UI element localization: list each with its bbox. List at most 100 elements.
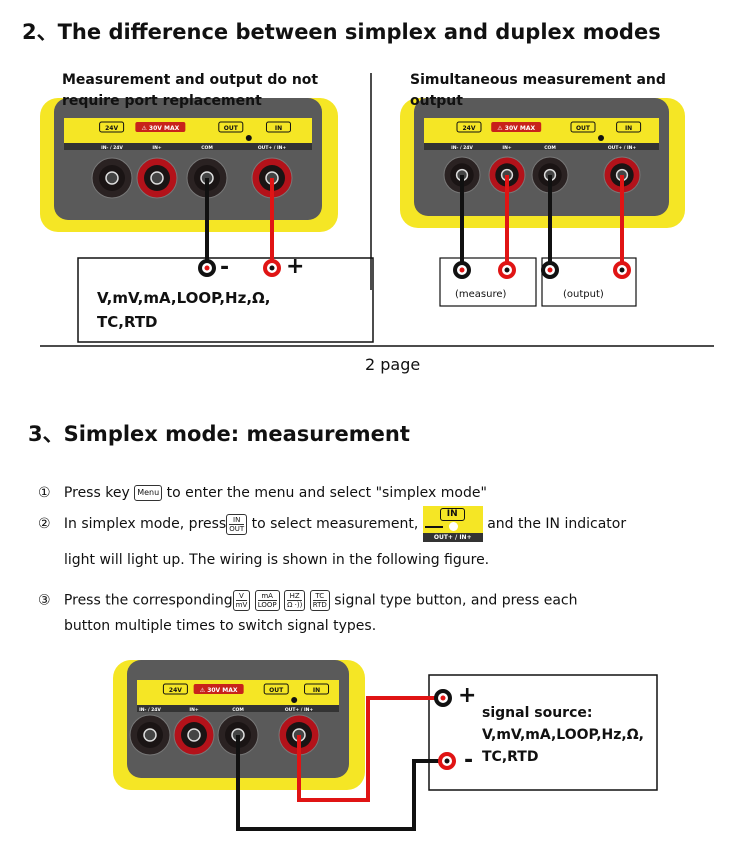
label-box bbox=[456, 121, 482, 133]
step-1: ① Press key Menu to enter the menu and s… bbox=[38, 485, 487, 501]
port-label: COM bbox=[544, 145, 556, 151]
port-label-strip bbox=[64, 143, 312, 150]
port-label: OUT+ / IN+ bbox=[608, 145, 637, 151]
label-box bbox=[304, 683, 330, 695]
measure-minus-dot bbox=[459, 267, 465, 273]
port-label: IN- / 24V bbox=[451, 145, 473, 151]
jack-pin bbox=[187, 728, 201, 742]
minus-terminal-dot bbox=[204, 265, 210, 271]
out-in-junction bbox=[291, 697, 298, 703]
source-minus-terminal-dot bbox=[444, 758, 450, 764]
left-box-line-2: TC,RTD bbox=[97, 313, 158, 331]
source-minus: - bbox=[464, 748, 474, 773]
device-label: ⚠ 30V MAX bbox=[200, 687, 238, 694]
port-label: IN- / 24V bbox=[139, 707, 161, 713]
device-label: 24V bbox=[463, 125, 476, 132]
measure-label: (measure) bbox=[455, 289, 507, 300]
section-2-title: 2、The difference between simplex and dup… bbox=[22, 20, 661, 44]
output-minus-dot bbox=[547, 267, 553, 273]
label-box bbox=[218, 121, 244, 133]
source-line-3: TC,RTD bbox=[482, 749, 539, 765]
left-caption-2: require port replacement bbox=[62, 93, 262, 109]
port-label: OUT+ / IN+ bbox=[285, 707, 314, 713]
device-label: OUT bbox=[224, 125, 239, 132]
red-wire bbox=[297, 696, 443, 802]
plus-terminal-dot bbox=[269, 265, 275, 271]
source-plus: + bbox=[458, 683, 477, 708]
device-label: 24V bbox=[105, 125, 118, 132]
left-caption-1: Measurement and output do not bbox=[62, 72, 319, 88]
label-box bbox=[263, 683, 289, 695]
step-number: ② bbox=[38, 516, 51, 532]
out-in-junction bbox=[598, 135, 604, 141]
plus-sign: + bbox=[286, 254, 305, 279]
label-box bbox=[162, 683, 188, 695]
step-text: Press the corresponding bbox=[63, 592, 233, 609]
step-text: and the IN indicator bbox=[487, 516, 627, 532]
left-instrument-box bbox=[77, 257, 374, 343]
output-plus-dot bbox=[619, 267, 625, 273]
device-panel bbox=[414, 98, 669, 216]
step-text: to enter the menu and select "simplex mo… bbox=[166, 485, 487, 501]
minus-sign: - bbox=[220, 255, 230, 280]
label-box bbox=[491, 122, 542, 132]
step-number: ③ bbox=[38, 592, 51, 609]
left-box-line-1: V,mV,mA,LOOP,Hz,Ω, bbox=[97, 289, 271, 307]
port-label: COM bbox=[201, 145, 213, 151]
menu-key: Menu bbox=[134, 485, 163, 501]
device-label: IN bbox=[625, 125, 632, 132]
label-box bbox=[193, 684, 244, 694]
port-label: OUT+ / IN+ bbox=[258, 145, 287, 151]
jack-pin bbox=[105, 171, 119, 185]
port-label: IN+ bbox=[189, 707, 198, 713]
label-box bbox=[135, 122, 186, 132]
out-in-junction bbox=[245, 135, 252, 141]
output-label: (output) bbox=[563, 289, 604, 300]
in-indicator-image: IN OUT+ / IN+ bbox=[422, 506, 483, 542]
port-label: COM bbox=[232, 707, 244, 713]
source-line-2: V,mV,mA,LOOP,Hz,Ω, bbox=[482, 727, 644, 743]
right-caption-1: Simultaneous measurement and bbox=[410, 72, 666, 88]
signal-source-box bbox=[428, 674, 658, 791]
device-panel bbox=[54, 98, 322, 220]
label-box bbox=[265, 121, 291, 133]
port-label: IN+ bbox=[502, 145, 511, 151]
step-text: Press key bbox=[63, 485, 130, 501]
device-label: IN bbox=[275, 125, 282, 132]
step-3-line-2: button multiple times to switch signal t… bbox=[64, 618, 377, 634]
jack-pin bbox=[150, 171, 164, 185]
jack-pin bbox=[143, 728, 157, 742]
device-label: OUT bbox=[576, 125, 591, 132]
source-plus-terminal-dot bbox=[440, 695, 446, 701]
label-box bbox=[570, 121, 596, 133]
section-3-title: 3、Simplex mode: measurement bbox=[28, 422, 410, 446]
black-wire bbox=[236, 735, 447, 831]
right-caption-2: output bbox=[410, 93, 463, 109]
label-box bbox=[616, 121, 642, 133]
step-number: ① bbox=[38, 485, 51, 501]
step-2-line-2: light will light up. The wiring is shown… bbox=[64, 552, 490, 568]
device-label: 24V bbox=[169, 687, 182, 694]
device-label: OUT bbox=[269, 687, 284, 694]
port-label: IN- / 24V bbox=[101, 145, 123, 151]
step-text: signal type button, and press each bbox=[334, 592, 578, 609]
step-text: to select measurement, bbox=[251, 516, 419, 532]
device-label: ⚠ 30V MAX bbox=[141, 125, 179, 132]
measure-plus-dot bbox=[504, 267, 510, 273]
source-line-1: signal source: bbox=[482, 705, 593, 721]
device-label: IN bbox=[313, 687, 320, 694]
step-text: In simplex mode, press bbox=[63, 516, 227, 532]
device-label: ⚠ 30V MAX bbox=[497, 125, 535, 132]
label-box bbox=[99, 121, 125, 133]
port-label: IN+ bbox=[152, 145, 161, 151]
page-number: 2 page bbox=[365, 355, 421, 374]
port-label-strip bbox=[424, 143, 659, 150]
